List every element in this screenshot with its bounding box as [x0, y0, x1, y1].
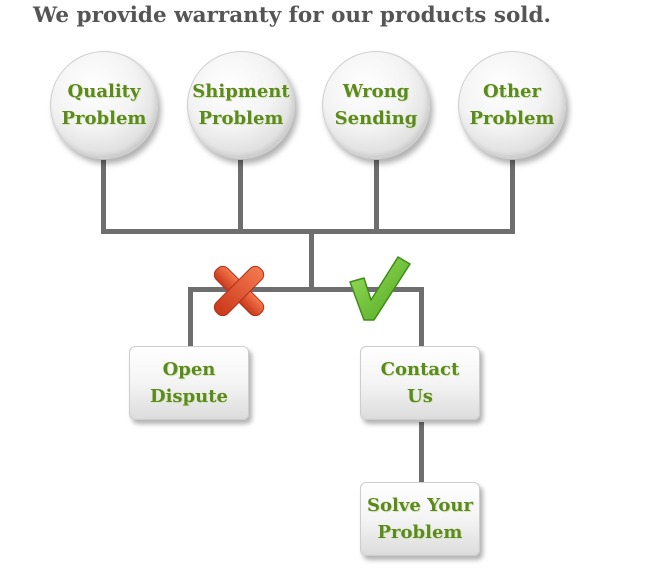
solve-problem-label: Solve Your Problem: [367, 495, 473, 543]
wrong-sending-label: Wrong Sending: [334, 81, 418, 129]
other-problem-node: Other Problem: [458, 51, 566, 159]
connector-solve: [419, 422, 424, 484]
open-dispute-label: Open Dispute: [149, 359, 229, 407]
page-title: We provide warranty for our products sol…: [33, 3, 551, 28]
connector-top-bar: [101, 229, 515, 234]
connector-shipment: [238, 160, 243, 232]
solve-problem-node: Solve Your Problem: [360, 482, 480, 556]
contact-us-label: Contact Us: [380, 359, 460, 407]
shipment-problem-label: Shipment Problem: [192, 81, 290, 129]
check-mark-icon: [349, 256, 411, 321]
quality-problem-node: Quality Problem: [50, 51, 158, 159]
connector-wrong: [374, 160, 379, 232]
connector-other: [510, 160, 515, 232]
connector-right-drop: [419, 287, 424, 349]
connector-branch-bar: [188, 287, 424, 292]
shipment-problem-node: Shipment Problem: [187, 51, 295, 159]
connector-quality: [101, 160, 106, 232]
contact-us-node: Contact Us: [360, 346, 480, 420]
other-problem-label: Other Problem: [469, 81, 555, 129]
wrong-sending-node: Wrong Sending: [322, 51, 430, 159]
cross-mark-icon: [213, 265, 265, 317]
connector-left-drop: [188, 287, 193, 349]
open-dispute-node: Open Dispute: [129, 346, 249, 420]
quality-problem-label: Quality Problem: [61, 81, 147, 129]
connector-stem: [309, 229, 314, 291]
